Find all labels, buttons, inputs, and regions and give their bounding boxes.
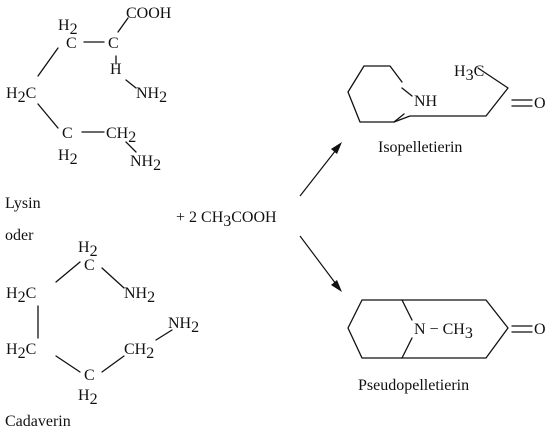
cadaverine-h2-top: H2 [78, 239, 98, 260]
piperidine-ring [347, 65, 413, 123]
arrow-to-pseudopelletierine [299, 235, 342, 292]
lysine-cooh: COOH [126, 5, 172, 22]
cadaverine-h2c-left-top: H2C [6, 285, 36, 306]
lysine-bond [37, 47, 59, 77]
arrow-to-isopelletierine [299, 142, 342, 197]
cadaverine-c-top: C [84, 257, 95, 274]
iso-oxygen: O [534, 95, 546, 112]
arrowhead-icon [331, 280, 342, 292]
lysine-bond [125, 79, 137, 89]
lysine-h2-top: H2 [58, 17, 78, 38]
tropane-ring-right [401, 299, 509, 359]
cadaverine-bond [55, 261, 81, 283]
lysine-h2-bottom: H2 [58, 147, 78, 168]
cadaverine-h2c-left-bottom: H2C [6, 341, 36, 362]
lysine-c-top: C [66, 35, 77, 52]
lysine-name: Lysin [5, 195, 41, 212]
iso-carbonyl-double [511, 99, 533, 107]
lysine-c-bottom: C [62, 125, 73, 142]
arrow-shaft [299, 149, 337, 197]
cadaverine-nh2-right: NH2 [168, 315, 199, 336]
pseudo-carbonyl-double [511, 325, 533, 333]
lysine-bond [125, 141, 137, 153]
cadaverine-bond [101, 355, 125, 373]
lysine-structure: H2 C C COOH H NH2 H2C C H2 CH2 NH2 [6, 5, 172, 174]
isopelletierine-structure: NH H3C O [347, 63, 546, 123]
cadaverine-bond [55, 355, 81, 373]
pseudo-n-methyl: N − CH3 [414, 321, 473, 342]
lysine-c-alpha: C [108, 35, 119, 52]
lysine-h-alpha: H [110, 61, 122, 78]
lysine-h2c-left: H2C [6, 85, 36, 106]
tropane-bridge [401, 299, 413, 359]
tropane-ring-left [347, 299, 403, 359]
or-label: oder [5, 227, 34, 244]
lysine-nh2-epsilon: NH2 [130, 153, 161, 174]
cadaverine-name: Cadaverin [5, 413, 71, 430]
arrowhead-icon [331, 142, 342, 154]
cadaverine-h2-bottom: H2 [78, 387, 98, 408]
lysine-nh2-alpha: NH2 [136, 85, 167, 106]
cadaverine-ch2-right: CH2 [124, 341, 154, 362]
iso-h3c: H3C [454, 63, 484, 84]
isopelletierine-name: Isopelletierin [378, 139, 462, 156]
pseudopelletierine-structure: N − CH3 O [347, 299, 546, 359]
iso-nh: NH [414, 93, 438, 110]
reagent-label: + 2 CH3COOH [176, 209, 277, 230]
lysine-ch2-epsilon: CH2 [106, 125, 136, 146]
lysine-bond [117, 17, 129, 33]
lysine-bond [37, 103, 59, 129]
cadaverine-c-bottom: C [84, 367, 95, 384]
cadaverine-structure: H2 C H2C NH2 NH2 H2C CH2 C H2 [6, 239, 199, 408]
cadaverine-bond [155, 329, 173, 341]
cadaverine-bond [101, 267, 125, 289]
cadaverine-nh2-top: NH2 [124, 285, 155, 306]
pseudopelletierine-name: Pseudopelletierin [358, 377, 469, 394]
pseudo-oxygen: O [534, 321, 546, 338]
arrow-shaft [299, 235, 337, 285]
iso-side-chain [393, 67, 509, 123]
